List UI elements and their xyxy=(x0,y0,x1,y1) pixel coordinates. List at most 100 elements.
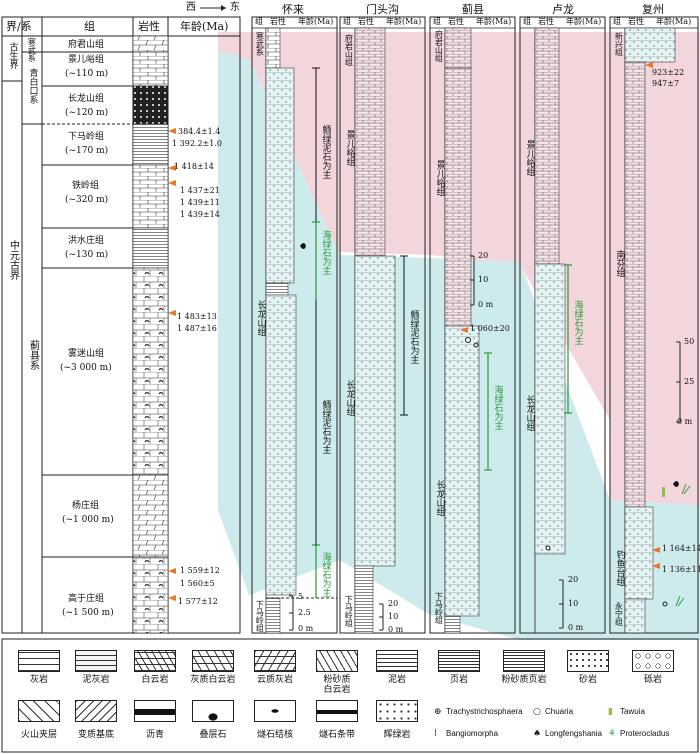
legend-label: 泥岩 xyxy=(387,675,406,685)
system-jixian: 蓟县系 xyxy=(27,340,39,370)
fossil-icon: ○ xyxy=(533,707,541,717)
sec-hdr-lith: 岩性 xyxy=(628,17,644,26)
formation-yangzhuang-thick: (~1 000 m) xyxy=(62,515,114,525)
section-title-mentougou: 门头沟 xyxy=(366,3,399,16)
label-fuzhou-yongning: 永宁组 xyxy=(614,602,624,626)
age-label: 1 560±5 xyxy=(180,579,215,588)
annotation-mentougou: 鲕绿泥石为主 xyxy=(408,310,419,364)
legend-swatch xyxy=(503,650,545,672)
legend-label: 粉砂质页岩 xyxy=(501,675,547,685)
label-fuzhou-diaoyutai: 钓鱼台组 xyxy=(614,550,625,586)
fossil-label: Proterocladus xyxy=(620,729,670,738)
legend-swatch xyxy=(18,700,60,722)
header-lithology: 岩性 xyxy=(138,20,160,33)
label-lulong-changlong: 长龙山组 xyxy=(524,395,535,431)
legend-label: 沥青 xyxy=(145,730,164,740)
scale-tick: 20 xyxy=(388,599,399,608)
sec-hdr-age: 年龄(Ma) xyxy=(386,17,422,26)
annotation-huailai-bottom: 海绿石为主 xyxy=(320,552,331,597)
label-fuzhou-nanfen: 南芬组 xyxy=(614,250,625,277)
east-label: 东 xyxy=(230,2,240,13)
legend-label: 砂岩 xyxy=(578,675,597,685)
label-mentougou-xiamaling: 下马岭组 xyxy=(344,595,354,627)
age-label: 1 418±14 xyxy=(174,162,214,171)
legend-label: 白云岩 xyxy=(141,675,169,685)
label-huailai-changlong: 长龙山组 xyxy=(255,300,266,336)
fossil-icon: ▮ xyxy=(608,707,613,717)
formation-tieling-thick: (~320 m) xyxy=(65,195,109,205)
legend-swatch xyxy=(632,650,674,672)
age-label: 1 392.2±1.0 xyxy=(172,139,222,148)
formation-fujunshan: 府君山组 xyxy=(68,40,105,50)
annotation-huailai-top: 鲕绿泥石为主 xyxy=(320,125,331,179)
sec-hdr-group: 组 xyxy=(433,17,441,26)
formation-yangzhuang: 杨庄组 xyxy=(72,501,100,511)
legend-swatch xyxy=(18,650,60,672)
sec-hdr-age: 年龄(Ma) xyxy=(656,17,692,26)
formation-tieling: 铁岭组 xyxy=(72,181,100,191)
sec-hdr-group: 组 xyxy=(255,17,263,26)
legend-swatch xyxy=(75,700,117,722)
sec-hdr-lith: 岩性 xyxy=(270,17,286,26)
formation-wumishan-thick: (~3 000 m) xyxy=(60,363,112,373)
label-mentougou-jingeryu: 景儿峪组 xyxy=(344,130,355,166)
header-age: 年龄(Ma) xyxy=(180,20,229,33)
legend-swatch xyxy=(192,650,234,672)
legend-swatch xyxy=(134,650,176,672)
section-title-fuzhou: 复州 xyxy=(642,3,664,16)
legend-label: 泥灰岩 xyxy=(82,675,110,685)
sec-hdr-group: 组 xyxy=(343,17,351,26)
age-label: 1 439±11 xyxy=(180,198,220,207)
age-fuzhou-4: 1 136±11 xyxy=(662,565,700,574)
header-formation: 组 xyxy=(84,20,95,33)
section-title-jixian: 蓟县 xyxy=(462,3,484,16)
label-jixian-changlong: 长龙山组 xyxy=(434,480,445,516)
legend-swatch xyxy=(254,650,296,672)
age-jixian: 1 060±20 xyxy=(470,324,510,333)
age-label: 384.4±1.4 xyxy=(178,127,221,136)
legend-swatch xyxy=(75,650,117,672)
legend-swatch xyxy=(438,650,480,672)
fossil-label: Chuaria xyxy=(545,707,574,716)
scale-tick: 0 m xyxy=(677,417,693,426)
label-jixian-xiamaling: 下马岭组 xyxy=(434,592,444,624)
formation-gaoyuzhuang: 高于庄组 xyxy=(68,594,105,604)
sec-hdr-group: 组 xyxy=(523,17,531,26)
label-mentougou-changlong: 长龙山组 xyxy=(344,380,355,416)
sec-hdr-age: 年龄(Ma) xyxy=(476,17,512,26)
scale-tick: 25 xyxy=(684,377,695,386)
legend-label: 叠层石 xyxy=(199,730,227,740)
age-label: 1 487±16 xyxy=(177,324,217,333)
age-fuzhou-3: 1 164±14 xyxy=(662,544,700,553)
sec-hdr-group: 组 xyxy=(613,17,621,26)
legend-label: 灰质白云岩 xyxy=(190,675,236,685)
formation-xiamaling-thick: (~170 m) xyxy=(65,146,109,156)
legend-label: 燧石结核 xyxy=(256,730,293,740)
formation-jingeryu-thick: (~110 m) xyxy=(65,69,109,79)
legend-label: 云质灰岩 xyxy=(256,675,293,685)
annotation-huailai-mid: 海绿石为主 xyxy=(320,230,331,275)
legend-label: 灰岩 xyxy=(29,675,48,685)
sec-hdr-lith: 岩性 xyxy=(538,17,554,26)
header-erathem: 界/系 xyxy=(6,20,32,33)
age-label: 1 437±21 xyxy=(180,186,220,195)
legend-label: 页岩 xyxy=(449,675,468,685)
scale-tick: 10 xyxy=(478,275,489,284)
fossil-icon: ǀ xyxy=(434,729,437,739)
fossil-icon: ♠ xyxy=(533,729,542,739)
label-jixian-fujunshan: 府君山组 xyxy=(434,30,444,62)
formation-xiamaling: 下马岭组 xyxy=(68,132,105,142)
legend-swatch xyxy=(134,700,176,722)
annotation-jixian: 海绿石为主 xyxy=(492,385,503,430)
label-jixian-jingeryu: 景儿峪组 xyxy=(434,160,445,196)
formation-gaoyuzhuang-thick: (~1 500 m) xyxy=(62,608,114,618)
formation-changlongshan: 长龙山组 xyxy=(68,94,105,104)
scale-tick: 5 xyxy=(298,592,304,601)
scale-tick: 0 m xyxy=(568,623,584,632)
formation-jingeryu: 景儿峪组 xyxy=(68,55,105,65)
fossil-label: Trachystrichosphaera xyxy=(446,707,523,716)
scale-tick: 2.5 xyxy=(298,608,311,617)
legend-label: 粉砂质 白云岩 xyxy=(323,675,351,695)
legend-swatch xyxy=(316,700,358,722)
